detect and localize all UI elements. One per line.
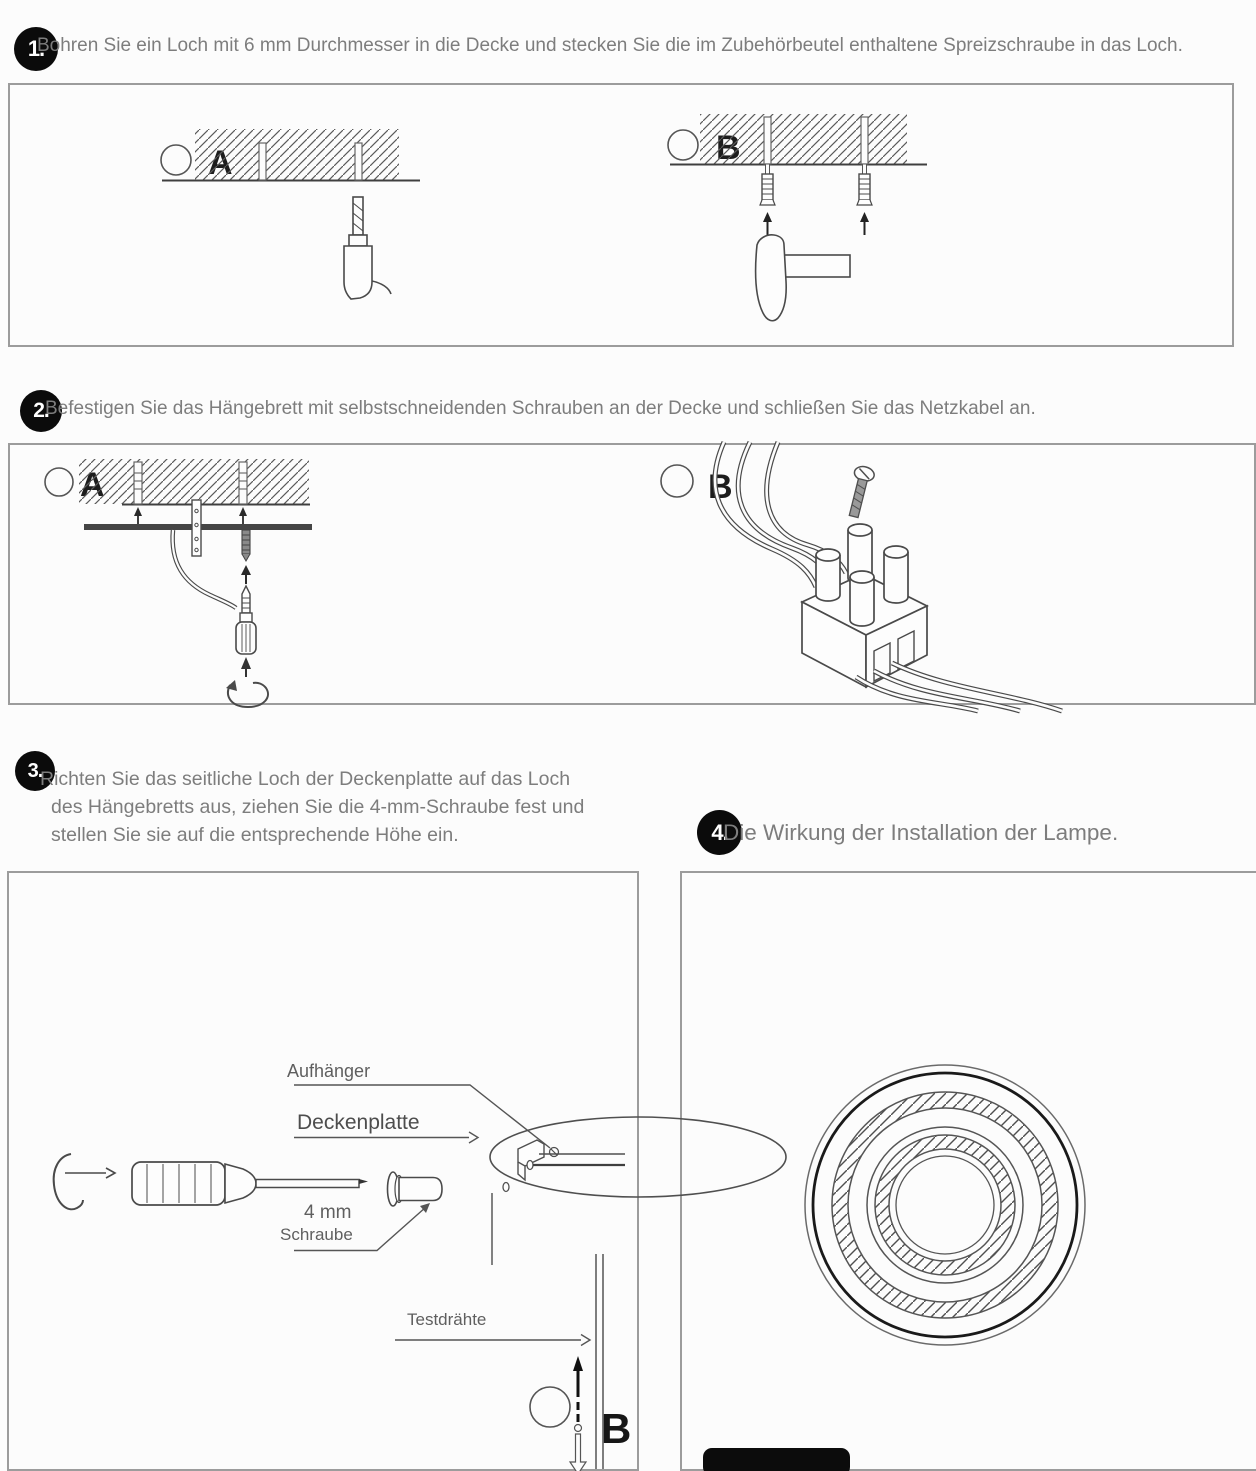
test-wires-label: Testdrähte xyxy=(407,1310,486,1329)
step-3-text-line-3: stellen Sie sie auf die entsprechende Hö… xyxy=(51,824,459,846)
figure-1-box: A B xyxy=(8,83,1234,347)
ceiling-plate-arrow xyxy=(294,1131,480,1144)
step-2-badge: 2. xyxy=(20,390,62,432)
screw-4mm-icon xyxy=(386,1171,443,1207)
figure-4-box xyxy=(680,871,1256,1471)
screw-label: Schraube xyxy=(280,1225,353,1244)
figure-3-box: Aufhänger Deckenplatte 4 mm Schraube xyxy=(7,871,787,1471)
step-3-badge: 3. xyxy=(15,751,55,791)
screwdriver-icon xyxy=(235,612,257,655)
cable-lines-out xyxy=(854,660,1063,714)
drilled-hole xyxy=(354,142,363,181)
bracket xyxy=(191,499,202,557)
ceiling-hatch-a xyxy=(162,129,420,182)
ceiling-hatch-b xyxy=(670,114,927,166)
test-wires-arrow xyxy=(395,1333,592,1347)
step-3-text-line-1: Richten Sie das seitliche Loch der Decke… xyxy=(40,768,571,790)
panel-a-marker-circle xyxy=(44,467,74,497)
ceiling-hatch xyxy=(79,459,310,525)
step-3-text-line-2: des Hängebretts aus, ziehen Sie die 4-mm… xyxy=(51,796,585,818)
rotation-arrow-icon xyxy=(52,1153,117,1211)
terminal-screw-icon xyxy=(848,465,875,519)
panel-b-marker-circle xyxy=(660,464,694,498)
suspension-rod xyxy=(595,1254,604,1469)
wall-anchor-icon xyxy=(759,163,776,235)
panel-b-label: B xyxy=(601,1405,631,1452)
hammer-icon xyxy=(754,234,851,322)
rotation-arrow-icon xyxy=(226,657,269,709)
step-4-badge: 4. xyxy=(697,810,742,855)
drilled-hole xyxy=(258,142,267,181)
panel-b-marker-circle xyxy=(667,129,699,161)
terminal-posts xyxy=(815,523,909,627)
screw-size-label: 4 mm xyxy=(304,1202,352,1223)
power-cable xyxy=(170,529,238,610)
hanger-label: Aufhänger xyxy=(287,1061,370,1081)
wall-anchor-icon xyxy=(856,163,873,235)
drill-icon xyxy=(343,196,392,300)
screw-icon xyxy=(241,529,251,614)
figure-1-drawing: A B xyxy=(160,114,927,322)
ceiling-plate-drawing xyxy=(489,1116,787,1265)
ceiling-plate-label: Deckenplatte xyxy=(297,1111,420,1134)
black-bar xyxy=(703,1448,850,1471)
step-1-text: Bohren Sie ein Loch mit 6 mm Durchmesser… xyxy=(37,35,1183,56)
panel-a-marker-circle xyxy=(160,144,192,176)
screwdriver-icon xyxy=(131,1161,368,1206)
step-2-text: Befestigen Sie das Hängebrett mit selbst… xyxy=(45,398,1036,419)
screw-leader-line xyxy=(294,1203,430,1252)
up-arrow-icon xyxy=(573,1356,583,1433)
marker-circle xyxy=(529,1386,571,1428)
step-4-text: Die Wirkung der Installation der Lampe. xyxy=(723,820,1119,845)
figure-2-drawing: A xyxy=(44,440,1063,714)
down-arrow-icon xyxy=(568,1433,588,1471)
lamp-rings-drawing xyxy=(804,1064,1086,1346)
step-1-badge: 1. xyxy=(14,27,58,71)
figure-4-drawing xyxy=(703,1064,1086,1471)
hanger-leader-line xyxy=(294,1084,551,1149)
figure-2-box: A xyxy=(8,440,1256,714)
figure-3-drawing: Aufhänger Deckenplatte 4 mm Schraube xyxy=(52,1061,787,1471)
